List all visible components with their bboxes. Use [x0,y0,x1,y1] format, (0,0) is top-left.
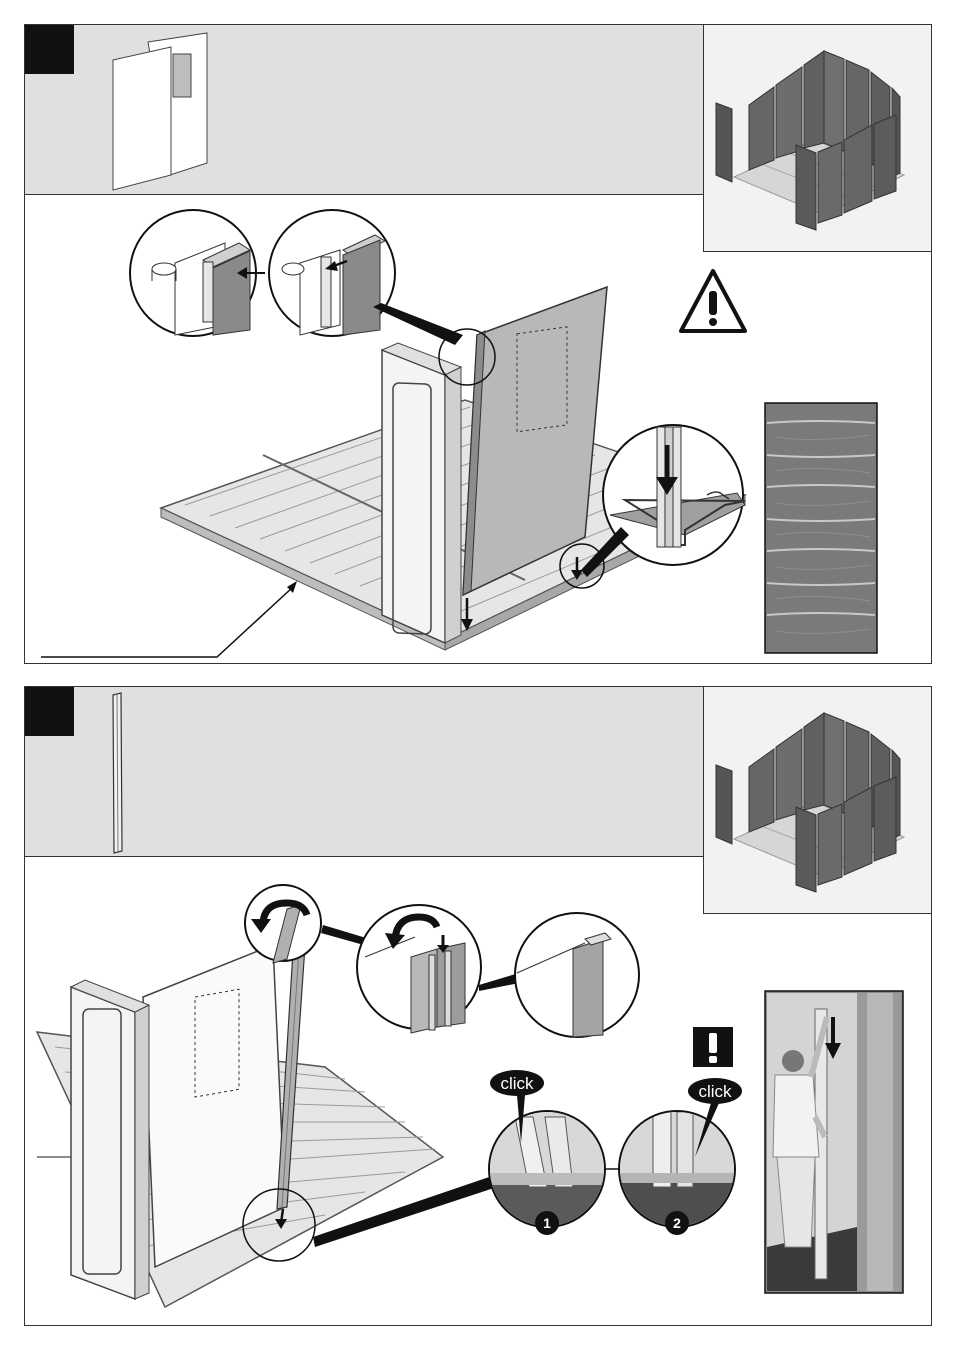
svg-text:click: click [500,1074,534,1093]
callout-number: 1 [543,1215,551,1231]
callout-number: 2 [673,1215,681,1231]
svg-text:click: click [698,1082,732,1101]
assembly-step-1 [24,24,932,664]
detail-circle-profile-snap [357,905,481,1033]
detail-circle-profile-seated [515,913,639,1037]
warning-triangle-icon [681,271,745,331]
exclamation-icon [693,1027,733,1067]
assembly-step-2: 1 2 click click [24,686,932,1326]
detail-circle-panel-insert [269,210,395,336]
step2-illustration: 1 2 click click [25,687,933,1327]
panel-texture-sample [765,403,877,653]
detail-circle-floor-channel [603,425,745,565]
detail-circle-profile-top [245,885,321,963]
step1-illustration [25,25,933,665]
click-detail-1: 1 [487,1107,607,1235]
installer-photo [765,991,903,1293]
click-detail-2: 2 [617,1107,737,1235]
